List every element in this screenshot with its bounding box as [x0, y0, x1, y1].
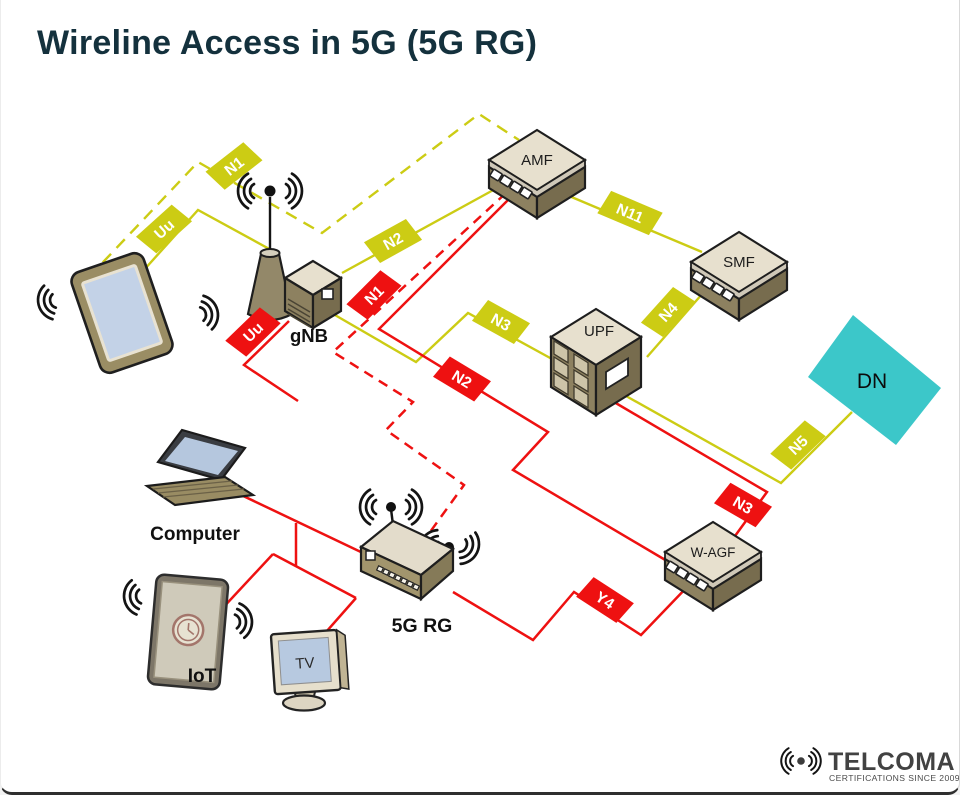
telcoma-logo: TELCOMA CERTIFICATIONS SINCE 2009: [780, 747, 960, 783]
edge-n5-upf-dn: [625, 394, 853, 485]
signal-waves-left-icon: [33, 282, 60, 323]
smartphone-node: [33, 251, 223, 375]
rg-waves2-right-icon: [453, 528, 486, 570]
badge-y4: Y4: [576, 577, 634, 623]
rg-node: 5G RG: [358, 488, 486, 637]
telcoma-signal-icon: [780, 747, 822, 775]
edge-n1-ue-dashed: [88, 112, 520, 278]
iot-waves-left-icon: [120, 578, 144, 618]
badge-uu-ue: Uu: [135, 204, 193, 254]
badge-n3-ue: N3: [471, 299, 531, 345]
edge-computer-rg: [236, 491, 364, 555]
edge-uu-gnb-stub: [242, 320, 299, 403]
badge-n3-rg: N3: [713, 482, 773, 528]
edge-iot-junction: [218, 553, 274, 613]
rg-waves1-left-icon: [358, 488, 378, 526]
edge-n2-amf-wagf: [376, 197, 668, 563]
edge-y4-rg-wagf: [452, 584, 690, 642]
edge-n1-rg-dashed: [330, 192, 507, 540]
iot-label: IoT: [188, 666, 217, 687]
tv-side-edge: [335, 628, 350, 691]
rg-antenna1-dot: [386, 502, 396, 512]
computer-node: Computer: [143, 428, 257, 545]
phone-screen: [81, 264, 163, 362]
edge-uu-ue: [142, 208, 274, 272]
smf-label: SMF: [723, 254, 755, 271]
gnb-waves-left-icon: [236, 172, 256, 210]
tv-node: TV: [269, 628, 350, 712]
signal-waves-right-icon: [196, 292, 223, 333]
rg-waves1-right-icon: [404, 488, 424, 526]
wagf-label: W-AGF: [691, 545, 736, 560]
wagf-node: W-AGF: [663, 520, 763, 612]
gnb-cabinet: [282, 259, 344, 330]
amf-label: AMF: [521, 152, 553, 169]
iot-node: IoT: [120, 573, 256, 691]
upf-label: UPF: [584, 323, 614, 340]
tv-stand-base: [281, 694, 327, 712]
smf-node: SMF: [689, 230, 789, 322]
gnb-node: gNB: [236, 172, 344, 346]
telcoma-brand-text: TELCOMA: [828, 748, 955, 776]
dn-shape: [808, 315, 941, 445]
gnb-label: gNB: [290, 325, 328, 346]
gnb-antenna-dot: [264, 185, 276, 197]
gnb-waves-right-icon: [284, 172, 304, 210]
page-title: Wireline Access in 5G (5G RG): [37, 24, 538, 62]
rg-ports: [375, 565, 421, 591]
edges: [88, 112, 853, 642]
badge-n11: N11: [597, 190, 663, 236]
edge-junction-tv-branch: [272, 552, 357, 600]
edge-n4-smf-upf: [646, 292, 704, 358]
edge-n2-gnb-amf: [341, 186, 498, 275]
dn-label: DN: [857, 370, 887, 393]
badge-n2-rg: N2: [433, 356, 491, 402]
tv-screen: [277, 636, 332, 686]
badge-n2-ue: N2: [363, 218, 423, 264]
rg-label: 5G RG: [392, 615, 453, 637]
rg-side-face: [419, 546, 455, 602]
rg-power-square: [365, 550, 376, 561]
iot-waves-right-icon: [232, 600, 256, 640]
tv-label: TV: [295, 654, 315, 672]
laptop-base: [143, 475, 257, 507]
telcoma-tagline-text: CERTIFICATIONS SINCE 2009: [829, 773, 960, 783]
upf-node: UPF: [548, 307, 644, 417]
computer-label: Computer: [150, 524, 240, 545]
dn-node: DN: [808, 315, 941, 445]
amf-node: AMF: [487, 128, 587, 220]
laptop-screen: [165, 437, 238, 475]
gnb-tower-top: [259, 248, 281, 258]
